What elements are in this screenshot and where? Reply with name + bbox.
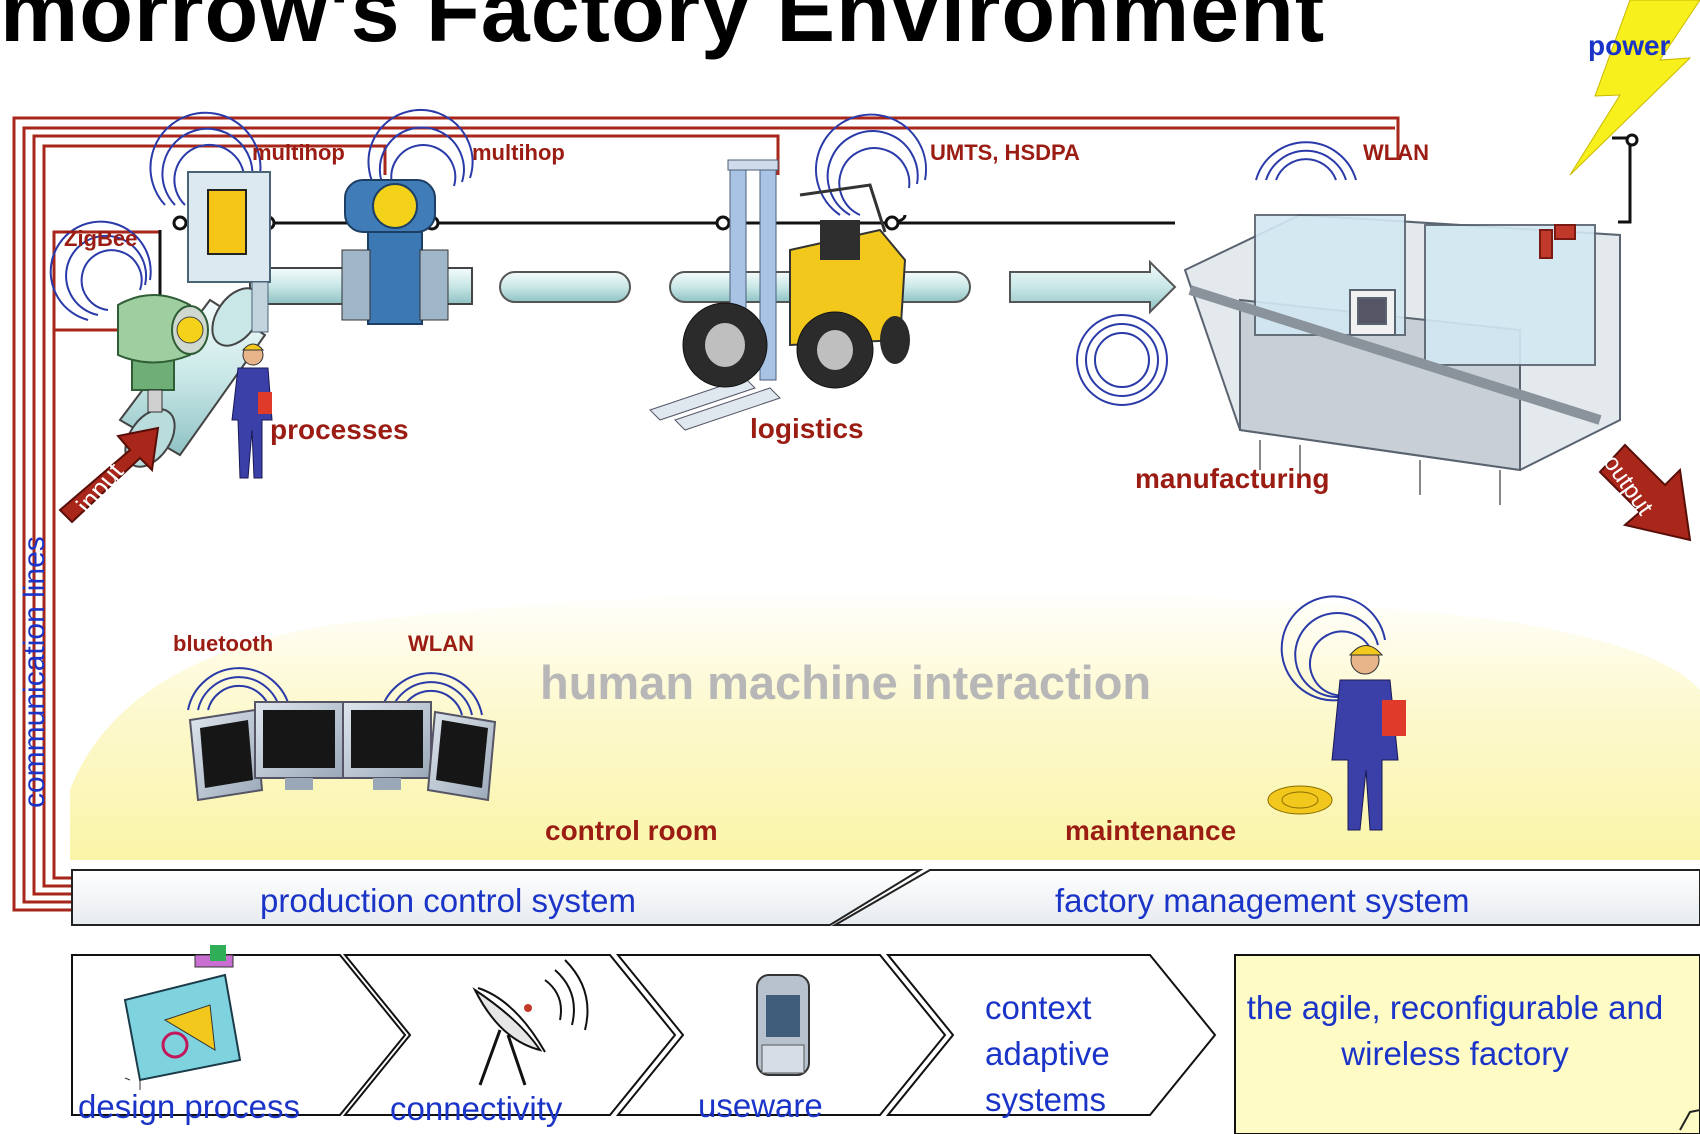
communication-lines — [12, 116, 1400, 912]
satellite-dish-icon — [472, 959, 589, 1086]
step-context-adaptive-systems: context adaptive systems — [985, 989, 1110, 1118]
monitor-icon — [254, 701, 344, 790]
forklift-icon — [649, 159, 910, 431]
lightning-icon — [1569, 0, 1700, 176]
step-useware: useware — [698, 1087, 823, 1124]
wave-transmitter — [149, 111, 262, 206]
maintenance-label: maintenance — [1065, 815, 1237, 846]
wireless-waves — [49, 109, 1386, 716]
wlan-top-label: WLAN — [1363, 140, 1429, 165]
wave-manufacturing — [1076, 314, 1168, 406]
wave-bluetooth — [187, 667, 291, 711]
page-title: morrow's Factory Environment — [0, 0, 1326, 60]
hmi-label: human machine interaction — [540, 656, 1152, 709]
factory-management-system-label: factory management system — [1055, 882, 1470, 919]
maintenance-worker-icon — [1267, 645, 1406, 831]
step-connectivity: connectivity — [390, 1090, 563, 1127]
monitor-icon — [342, 701, 432, 790]
power-label: power — [1588, 30, 1671, 61]
step-design-process: design process — [78, 1088, 300, 1125]
goal-text: the agile, reconfigurable and wireless f… — [1246, 989, 1664, 1072]
wave-wlan-top — [1255, 141, 1357, 181]
input-arrow-icon — [58, 426, 160, 524]
design-icon — [123, 945, 242, 1090]
phone-icon — [756, 974, 810, 1076]
bluetooth-label: bluetooth — [173, 631, 274, 656]
wlan-bottom-label: WLAN — [408, 631, 474, 656]
communication-lines-label: communication lines — [18, 536, 51, 808]
wave-forklift — [815, 113, 927, 216]
transmitter-box-icon — [187, 171, 271, 333]
production-control-system-label: production control system — [260, 882, 637, 919]
filling-machine-icon — [1183, 213, 1621, 505]
output-arrow-icon — [1598, 443, 1692, 542]
monitor-icon — [188, 708, 264, 802]
monitor-icon — [426, 710, 497, 802]
control-room-label: control room — [545, 815, 718, 846]
multihop-label-2: multihop — [472, 140, 565, 165]
multihop-label-1: multihop — [252, 140, 345, 165]
control-room-monitors — [188, 701, 497, 802]
system-bands — [71, 869, 1700, 926]
wave-zigbee — [49, 220, 152, 321]
manufacturing-label: manufacturing — [1135, 463, 1330, 494]
logistics-label: logistics — [750, 413, 864, 444]
goal-box — [1234, 954, 1700, 1134]
umts-label: UMTS, HSDPA — [930, 140, 1080, 165]
zigbee-label: ZigBee — [64, 226, 138, 251]
zigbee-sensor-icon — [117, 294, 209, 413]
worker-icon — [231, 343, 273, 479]
processes-label: processes — [270, 414, 409, 445]
flow-meter-icon — [341, 179, 449, 325]
